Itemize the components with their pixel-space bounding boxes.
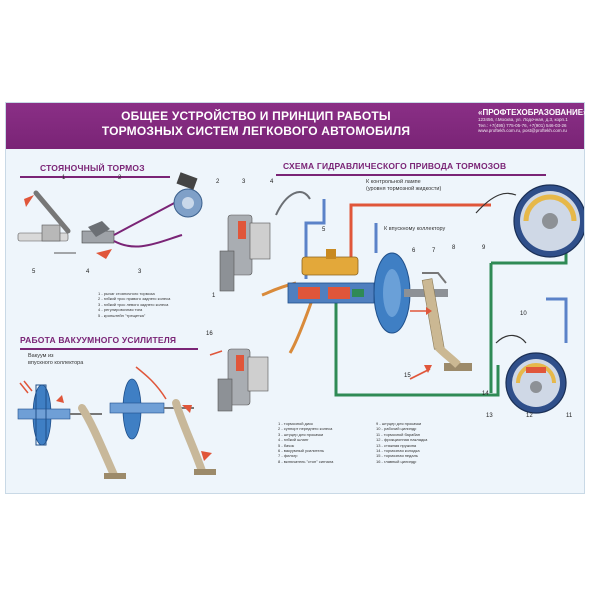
- section-parking-title: СТОЯНОЧНЫЙ ТОРМОЗ: [40, 163, 145, 173]
- callout-p2: 2: [118, 175, 122, 181]
- logo-brand: «ПРОФТЕХОБРАЗОВАНИЕ»: [478, 108, 588, 117]
- callout-h2: 2: [216, 179, 220, 185]
- legend-item: 12 - фрикционная накладка: [376, 437, 428, 443]
- section-vacuum-underline: [20, 348, 198, 350]
- brake-illustration: [17, 172, 584, 479]
- master-cylinder: [287, 249, 375, 304]
- rear-drum-brake-top: [475, 184, 584, 258]
- callout-h12: 12: [526, 413, 533, 419]
- callout-h3: 3: [242, 179, 246, 185]
- callout-p3: 3: [138, 269, 142, 275]
- legend-item: 6 - вакуумный усилитель: [278, 448, 325, 454]
- callout-h16: 16: [206, 331, 213, 337]
- poster-title: ОБЩЕЕ УСТРОЙСТВО И ПРИНЦИП РАБОТЫ ТОРМОЗ…: [76, 109, 436, 139]
- rear-drum-brake-bottom: [495, 334, 567, 414]
- hydraulic-legend-right: 9 - штуцер для прокачки 10 - рабочий цил…: [376, 421, 427, 464]
- legend-item: 2 - суппорт переднего колеса: [278, 426, 333, 432]
- vacuum-source-label: Вакуум из впускного коллектора: [28, 353, 83, 366]
- section-vacuum-title: РАБОТА ВАКУУМНОГО УСИЛИТЕЛЯ: [20, 335, 177, 345]
- logo-address: 123456, г.Москва, ул. Лодочная, д.3, кор…: [478, 117, 568, 122]
- publisher-logo: «ПРОФТЕХОБРАЗОВАНИЕ» 123456, г.Москва, у…: [478, 109, 588, 134]
- legend-item: 1 - тормозной диск: [278, 421, 313, 426]
- legend-item: 13 - стяжная пружина: [376, 442, 417, 448]
- control-lamp-label: К контрольной лампе (уровня тормозной жи…: [366, 179, 441, 192]
- legend-item: 14 - тормозная колодка: [376, 448, 420, 454]
- title-line-1: ОБЩЕЕ УСТРОЙСТВО И ПРИНЦИП РАБОТЫ: [121, 109, 391, 123]
- fluid-level-text: (уровня тормозной жидкости): [366, 185, 442, 192]
- legend-item: 10 - рабочий цилиндр: [376, 426, 417, 432]
- parking-legend-item: 5 - кронштейн "трещетка": [98, 312, 146, 318]
- callout-h1: 1: [212, 293, 216, 299]
- poster: ОБЩЕЕ УСТРОЙСТВО И ПРИНЦИП РАБОТЫ ТОРМОЗ…: [5, 102, 588, 494]
- callout-p5: 5: [32, 269, 36, 275]
- parking-legend-item: 1 - рычаг стояночного тормоза: [98, 291, 155, 296]
- front-disc-brake-bottom: [217, 348, 269, 412]
- parking-legend-item: 3 - гибкий трос левого заднего колеса: [98, 301, 169, 307]
- section-hydraulic-title: СХЕМА ГИДРАВЛИЧЕСКОГО ПРИВОДА ТОРМОЗОВ: [283, 161, 507, 171]
- section-hydraulic-underline: [276, 174, 546, 176]
- callout-h5: 5: [322, 227, 326, 233]
- legend-item: 9 - штуцер для прокачки: [376, 421, 422, 426]
- poster-header: ОБЩЕЕ УСТРОЙСТВО И ПРИНЦИП РАБОТЫ ТОРМОЗ…: [6, 103, 588, 149]
- callout-h6: 6: [412, 248, 416, 254]
- legend-item: 8 - включатель "стоп" сигнала: [278, 458, 334, 464]
- callout-h11: 11: [566, 413, 573, 419]
- section-parking-underline: [20, 176, 170, 178]
- callout-h14: 14: [482, 391, 489, 397]
- legend-item: 16 - главный цилиндр: [376, 458, 417, 464]
- intake-manifold-label: К впускному коллектору: [384, 226, 446, 232]
- legend-item: 15 - тормозная педаль: [376, 453, 418, 459]
- arrow-caliper: [209, 350, 223, 356]
- callout-p4: 4: [86, 269, 90, 275]
- parking-legend: 1 - рычаг стояночного тормоза 2 - гибкий…: [98, 291, 170, 318]
- title-line-2: ТОРМОЗНЫХ СИСТЕМ ЛЕГКОВОГО АВТОМОБИЛЯ: [101, 124, 411, 138]
- callout-h15: 15: [404, 373, 411, 379]
- callout-h9: 9: [482, 245, 486, 251]
- legend-item: 5 - бачок: [278, 442, 295, 448]
- front-disc-brake-top: [219, 191, 311, 292]
- logo-web: www.proftekh.com.ru, post@proftekh.com.r…: [478, 128, 567, 133]
- hydraulic-vacuum-booster: [373, 223, 448, 334]
- callout-h13: 13: [486, 413, 493, 419]
- parking-legend-item: 4 - регулировочная тяга: [98, 307, 143, 313]
- logo-phone: Тел.: +7(495) 775-05-76, +7(901) 546-03-…: [478, 122, 567, 128]
- hydraulic-legend-left: 1 - тормозной диск 2 - суппорт переднего…: [278, 421, 333, 464]
- legend-item: 4 - гибкий шланг: [278, 437, 309, 443]
- legend-item: 7 - фильтр: [278, 453, 298, 459]
- brake-pedal: [409, 272, 472, 380]
- callout-p1: 1: [62, 175, 66, 181]
- legend-item: 3 - штуцер для прокачки: [278, 431, 324, 437]
- callout-h8: 8: [452, 245, 456, 251]
- vacuum-booster-drawing: [17, 366, 216, 479]
- callout-h4: 4: [270, 179, 274, 185]
- callout-h7: 7: [432, 248, 436, 254]
- parking-legend-item: 2 - гибкий трос правого заднего колеса: [98, 296, 171, 302]
- intake-collector-text: впускного коллектора: [28, 359, 84, 366]
- control-lamp-text: К контрольной лампе: [366, 179, 421, 185]
- vacuum-from-text: Вакуум из: [28, 353, 54, 359]
- callout-h10: 10: [520, 311, 527, 317]
- parking-brake-drawing: [17, 172, 203, 259]
- legend-item: 11 - тормозной барабан: [376, 431, 420, 437]
